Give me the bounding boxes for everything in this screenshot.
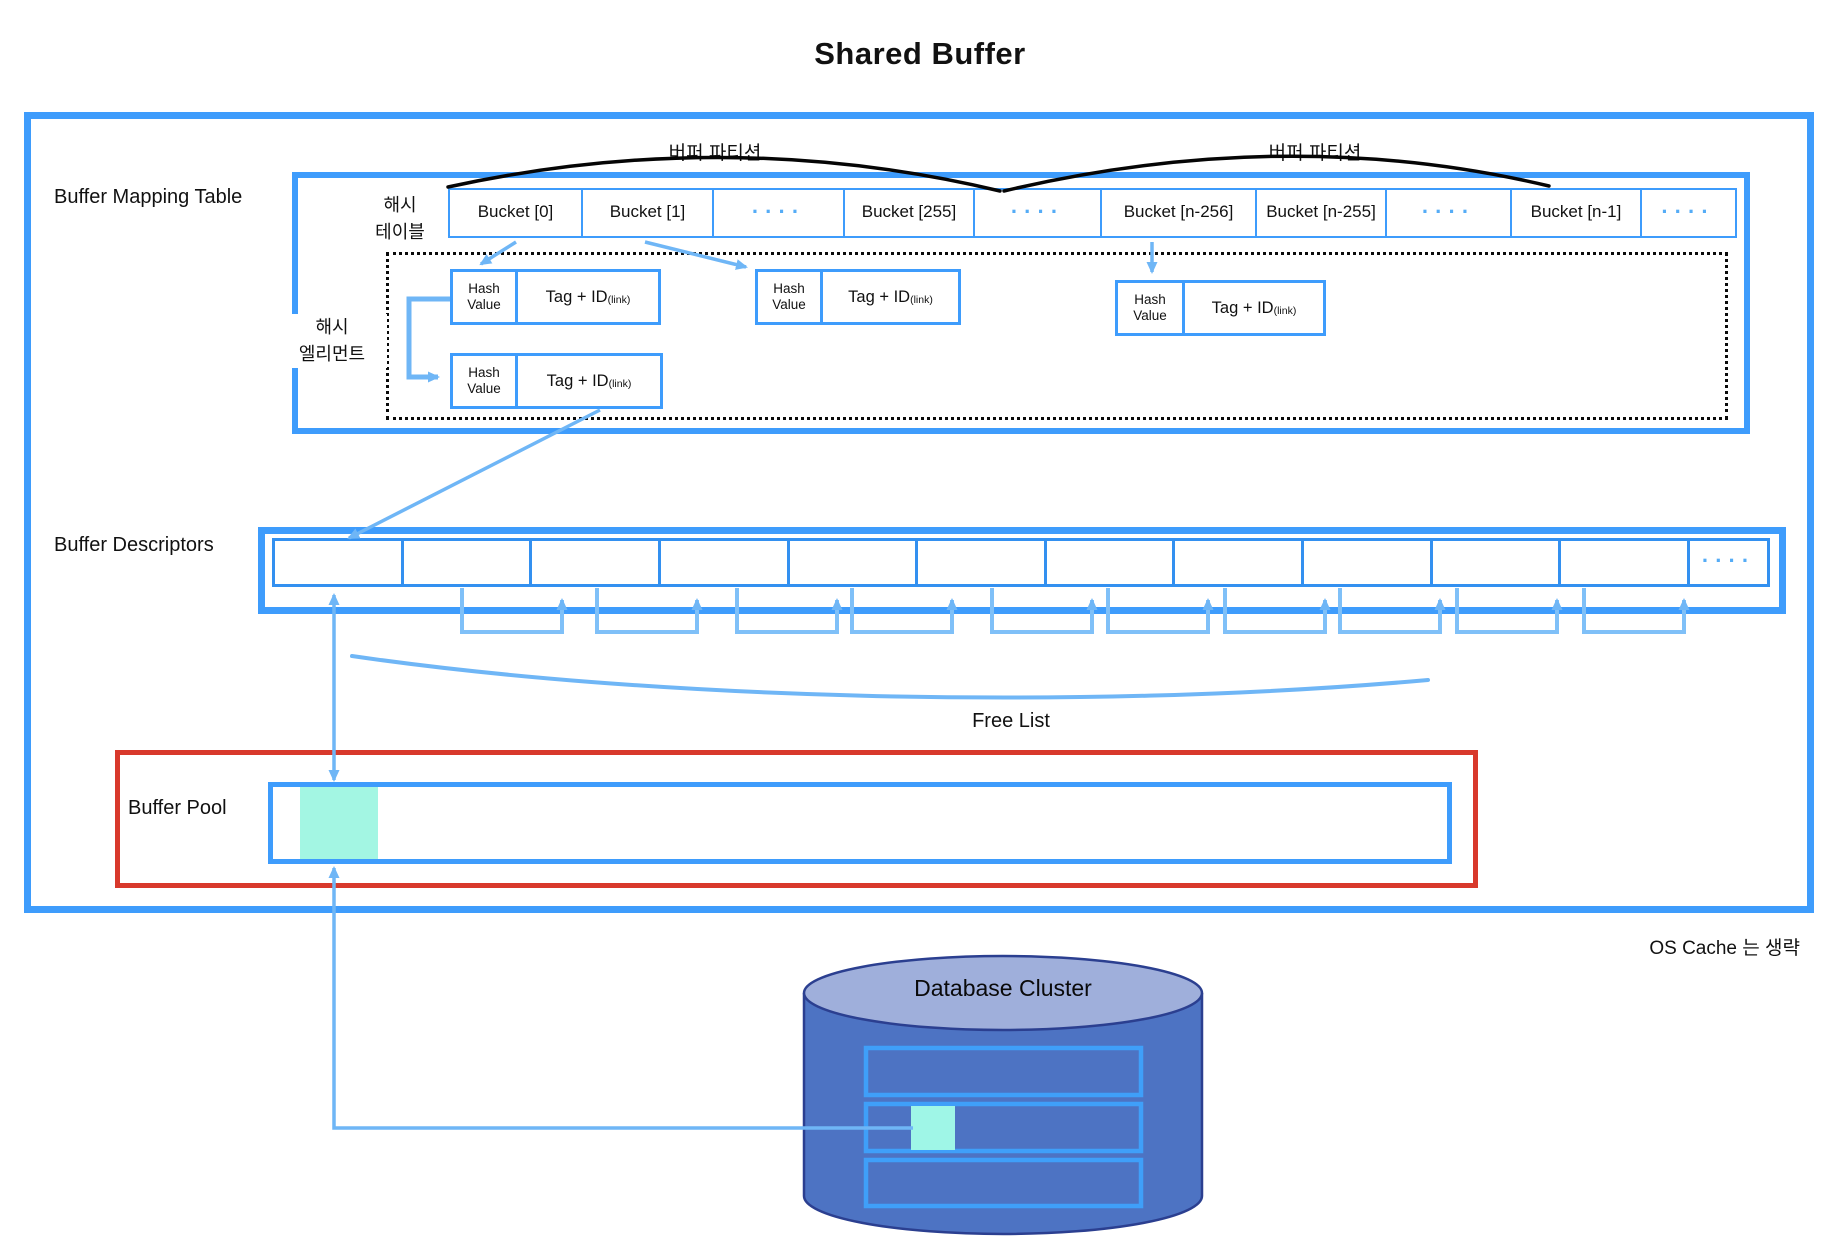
bucket-cell: Bucket [0] <box>477 202 554 221</box>
link-subscript: (link) <box>608 378 632 390</box>
bucket-cell: Bucket [n-1] <box>1510 190 1640 236</box>
db-page-square <box>911 1106 955 1150</box>
buffer-descriptors-label: Buffer Descriptors <box>54 534 214 556</box>
bucket-ellipsis-cell: ···· <box>973 190 1100 236</box>
descriptor-cell <box>1558 541 1687 584</box>
descriptor-cell <box>786 541 916 584</box>
descriptor-cell <box>915 541 1044 584</box>
buffer-descriptors-row: ···· <box>272 538 1770 587</box>
link-subscript: (link) <box>607 294 631 306</box>
buffer-pool-rect <box>268 782 1452 864</box>
buffer-partition-label-left: 버퍼 파티션 <box>668 143 762 164</box>
buffer-pool-page-square <box>300 787 378 859</box>
descriptor-cell <box>1429 541 1559 584</box>
descriptor-cell <box>529 541 658 584</box>
hash-bucket-row: Bucket [0]Bucket [1]····Bucket [255]····… <box>448 188 1737 238</box>
page-title: Shared Buffer <box>814 36 1026 71</box>
tag-id-cell: Tag + ID(link) <box>1185 283 1323 333</box>
hash-value-line: Hash <box>468 281 500 296</box>
bucket-cell: Bucket [1] <box>581 190 712 236</box>
bucket-cell: Bucket [255] <box>843 190 973 236</box>
tag-id-label: Tag + ID <box>545 287 608 306</box>
db-row-2 <box>863 1101 1144 1154</box>
shared-buffer-box <box>24 112 1814 913</box>
free-list-label: Free List <box>972 710 1050 732</box>
db-row-3 <box>863 1157 1144 1209</box>
bucket-ellipsis-cell: ···· <box>1640 190 1734 236</box>
buffer-pool-label: Buffer Pool <box>128 797 227 819</box>
tag-id-label: Tag + ID <box>546 371 609 390</box>
hash-value-line: Hash <box>1134 292 1166 307</box>
hash-element-label: 해시 엘리먼트 <box>277 314 387 368</box>
hash-element-area <box>386 252 1728 420</box>
buffer-mapping-table-label: Buffer Mapping Table <box>54 186 243 208</box>
hash-value-line: Hash <box>773 281 805 296</box>
cylinder-body <box>802 993 1204 1236</box>
bucket-cell: Bucket [n-255] <box>1255 190 1385 236</box>
hash-value-line: Value <box>1133 308 1167 323</box>
descriptor-cell <box>1043 541 1173 584</box>
bucket-ellipsis-cell: ···· <box>712 190 843 236</box>
hash-value-line: Hash <box>468 365 500 380</box>
database-cluster-label: Database Cluster <box>914 975 1092 1001</box>
tag-id-cell: Tag + ID(link) <box>823 272 958 322</box>
descriptor-cell <box>1172 541 1301 584</box>
hash-table-label: 해시 테이블 <box>375 195 425 242</box>
os-cache-note: OS Cache 는 생략 <box>1649 938 1800 959</box>
descriptor-cell <box>657 541 787 584</box>
tag-id-cell: Tag + ID(link) <box>518 272 658 322</box>
descriptor-cell <box>275 541 401 584</box>
link-subscript: (link) <box>910 294 933 306</box>
descriptor-cell <box>400 541 530 584</box>
hash-value-line: Value <box>772 297 806 312</box>
tag-id-label: Tag + ID <box>1211 298 1274 317</box>
descriptor-ellipsis-cell: ···· <box>1687 541 1767 584</box>
buffer-partition-label-right: 버퍼 파티션 <box>1268 143 1362 164</box>
tag-id-cell: Tag + ID(link) <box>518 356 660 406</box>
descriptor-cell <box>1301 541 1430 584</box>
hash-value-line: Value <box>467 297 501 312</box>
bucket-ellipsis-cell: ···· <box>1385 190 1510 236</box>
link-subscript: (link) <box>1273 305 1297 317</box>
hash-value-line: Value <box>467 381 501 396</box>
tag-id-label: Tag + ID <box>848 287 911 306</box>
db-row-1 <box>863 1045 1144 1098</box>
bucket-cell: Bucket [n-256] <box>1100 190 1255 236</box>
